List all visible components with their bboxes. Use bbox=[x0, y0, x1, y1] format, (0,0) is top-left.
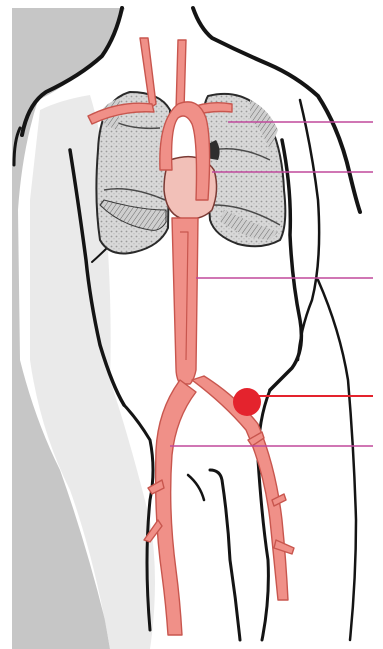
descending-aorta bbox=[172, 218, 198, 384]
aortic-bifurcation-marker bbox=[233, 388, 261, 416]
right-carotid-artery bbox=[176, 40, 186, 110]
